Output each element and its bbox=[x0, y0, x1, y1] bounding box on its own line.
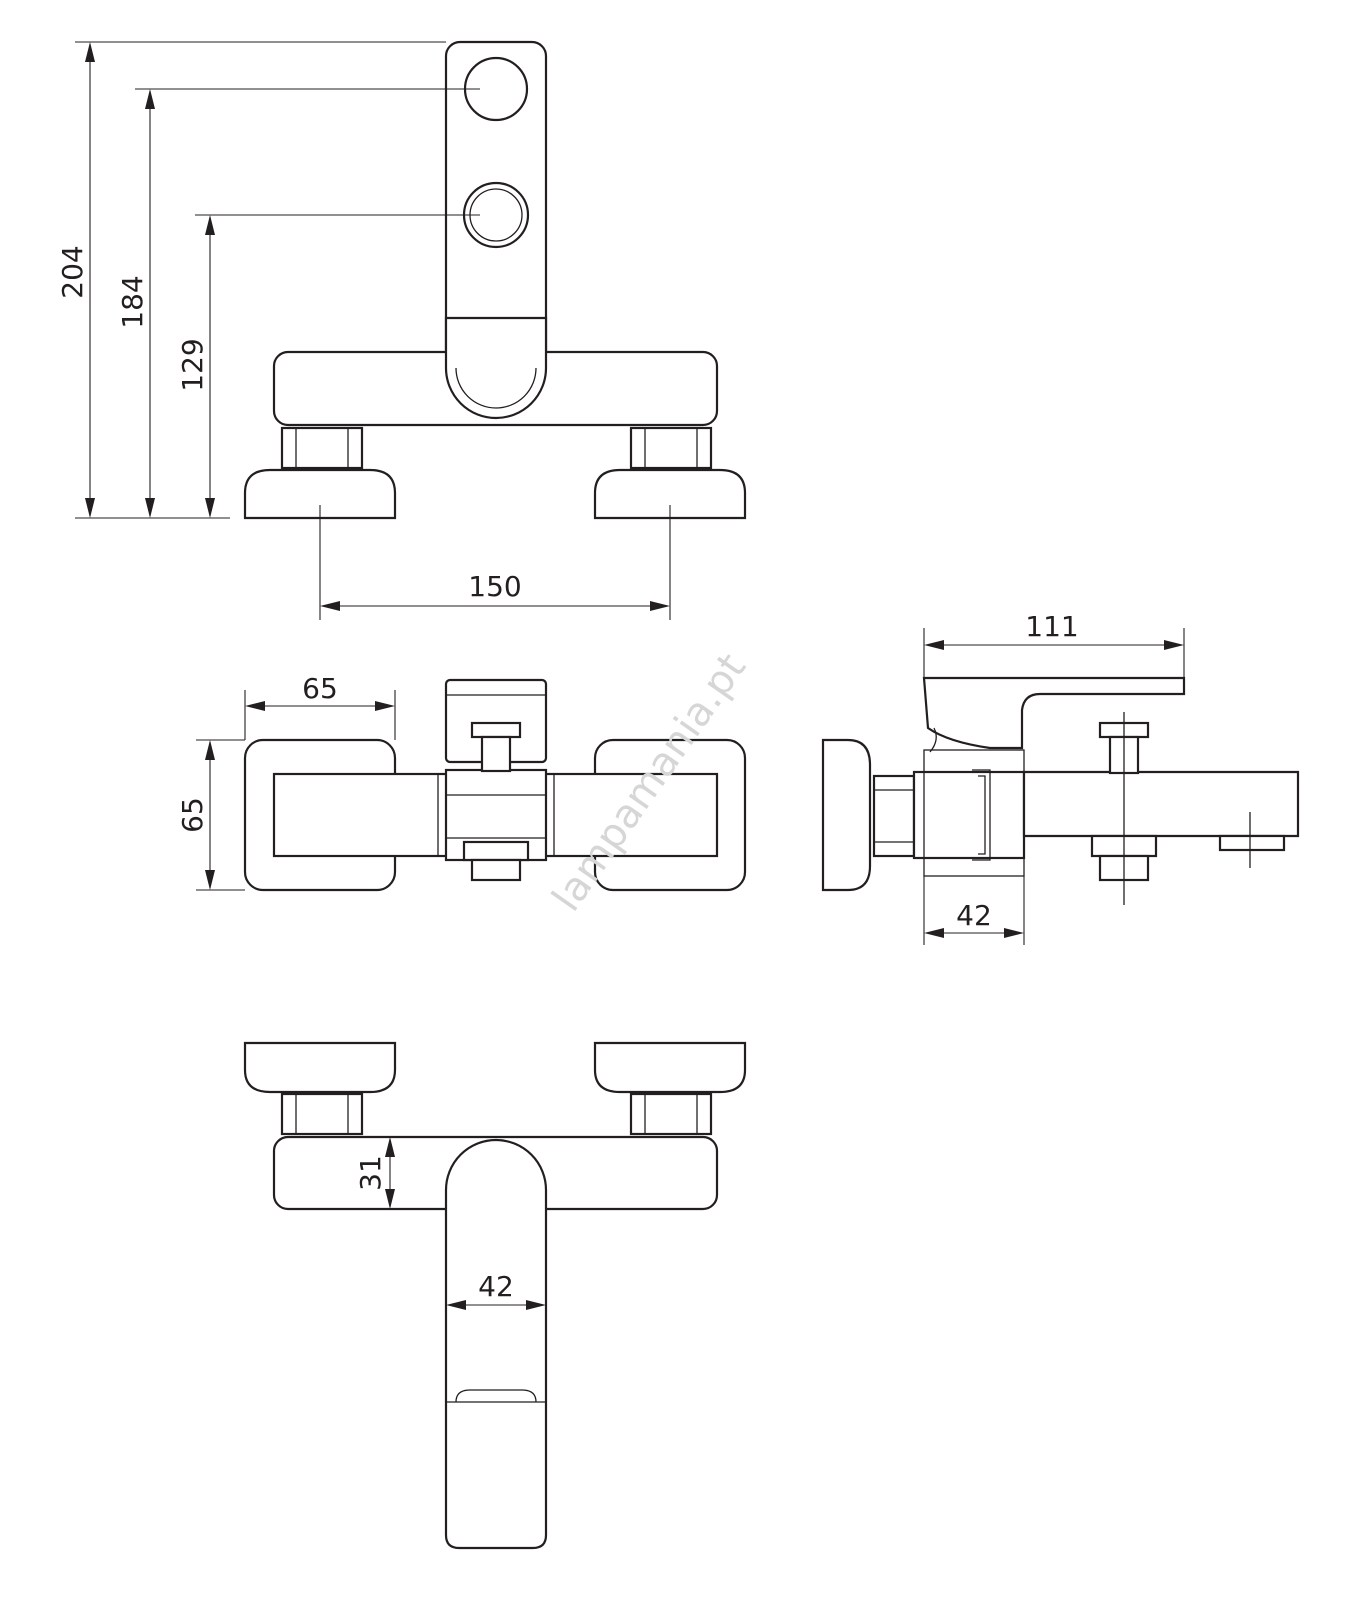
bottom-right-nut bbox=[629, 1092, 713, 1136]
front-left-escutcheon bbox=[243, 468, 397, 520]
bottom-left-nut bbox=[280, 1092, 364, 1136]
side-body bbox=[912, 770, 1026, 860]
front-left-nut bbox=[280, 426, 364, 470]
bottom-lever bbox=[444, 1138, 548, 1550]
dim-top-depth: 65 bbox=[176, 797, 209, 833]
dim-inlet-spacing: 150 bbox=[468, 570, 521, 603]
top-diverter-stem bbox=[480, 735, 512, 773]
front-right-escutcheon bbox=[593, 468, 747, 520]
side-aerator bbox=[1218, 834, 1286, 852]
front-right-nut bbox=[629, 426, 713, 470]
side-nut bbox=[872, 774, 916, 858]
top-view: 65 65 bbox=[176, 672, 747, 892]
front-cartridge-dome bbox=[444, 316, 548, 420]
side-spout bbox=[1022, 770, 1300, 838]
side-escutcheon bbox=[821, 738, 872, 892]
bottom-view: 31 42 bbox=[243, 1041, 747, 1550]
front-view: 204 184 129 150 bbox=[56, 40, 747, 620]
top-spout bbox=[470, 858, 522, 882]
dim-top-width: 65 bbox=[302, 672, 338, 705]
dim-total-height: 204 bbox=[56, 245, 89, 298]
top-diverter-cap bbox=[470, 721, 522, 739]
dim-side-projection: 111 bbox=[1025, 610, 1078, 643]
side-view: 111 42 bbox=[821, 610, 1300, 945]
bottom-right-escutcheon bbox=[593, 1041, 747, 1094]
top-spout-nut bbox=[462, 840, 530, 862]
dim-side-body-depth: 42 bbox=[956, 899, 992, 932]
dim-bottom-handle-width: 42 bbox=[478, 1270, 514, 1303]
dim-upper-outlet-height: 184 bbox=[116, 275, 149, 328]
side-lever bbox=[922, 676, 1186, 750]
bottom-left-escutcheon bbox=[243, 1041, 397, 1094]
dim-lower-outlet-height: 129 bbox=[176, 338, 209, 391]
dim-bottom-body-height: 31 bbox=[354, 1155, 387, 1191]
